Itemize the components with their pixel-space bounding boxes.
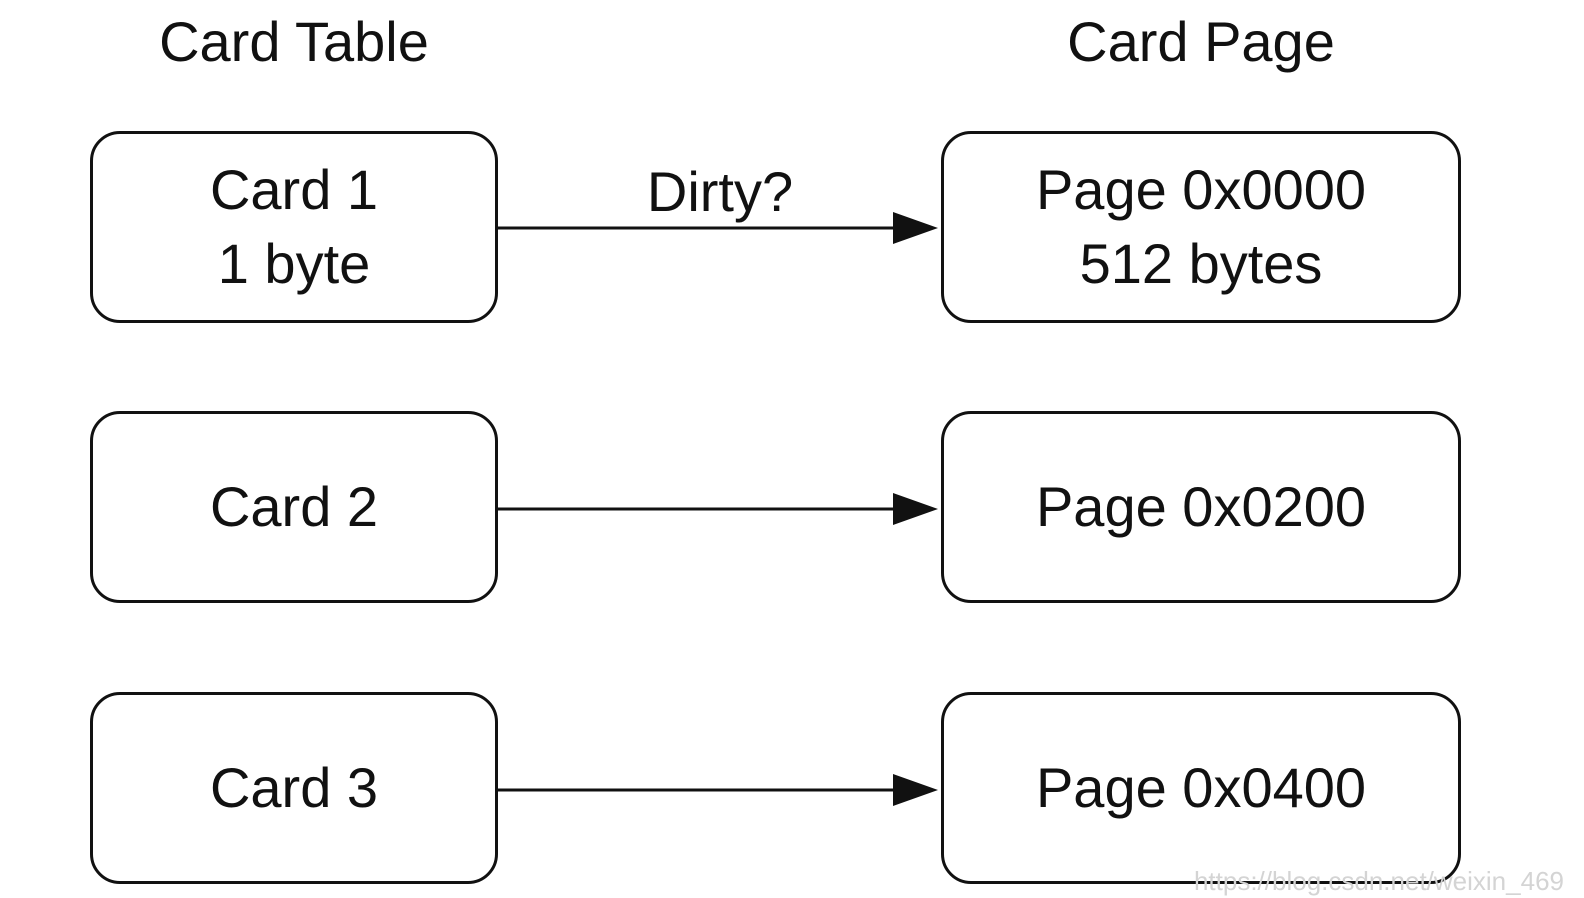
page-0x0200-label: Page 0x0200 <box>1035 475 1367 538</box>
arrow-card-1-to-page-0x0000 <box>498 212 938 244</box>
page-0x0400-box: Page 0x0400 <box>941 692 1461 884</box>
arrow-card-2-to-page-0x0200 <box>498 493 938 525</box>
card-1-label: Card 1 <box>209 158 379 221</box>
arrow-card-3-to-page-0x0400 <box>498 774 938 806</box>
card-page-heading: Card Page <box>1067 10 1335 73</box>
dirty-edge-label: Dirty? <box>646 160 794 223</box>
page-0x0000-size: 512 bytes <box>1079 232 1323 295</box>
page-0x0000-label: Page 0x0000 <box>1035 158 1367 221</box>
card-2-label: Card 2 <box>209 475 379 538</box>
card-1-box: Card 1 1 byte <box>90 131 498 323</box>
page-0x0200-box: Page 0x0200 <box>941 411 1461 603</box>
card-3-box: Card 3 <box>90 692 498 884</box>
source-watermark: https://blog.csdn.net/weixin_469 <box>1193 866 1564 896</box>
page-0x0000-box: Page 0x0000 512 bytes <box>941 131 1461 323</box>
page-0x0400-label: Page 0x0400 <box>1035 756 1367 819</box>
card-3-label: Card 3 <box>209 756 379 819</box>
card-2-box: Card 2 <box>90 411 498 603</box>
card-table-heading: Card Table <box>159 10 429 73</box>
card-1-size: 1 byte <box>217 232 371 295</box>
